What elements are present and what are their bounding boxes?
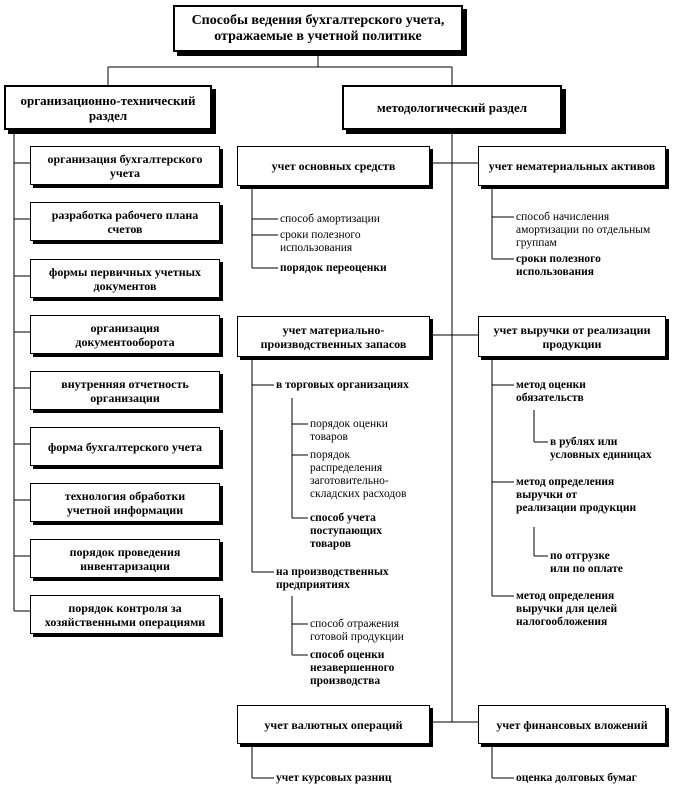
fixed-assets-revaluation: порядок переоценки xyxy=(280,262,387,274)
financial-debt-securities: оценка долговых бумаг xyxy=(516,772,637,784)
org-section-header: организационно-технический раздел xyxy=(4,85,212,130)
method-section-header: методологический раздел xyxy=(342,85,562,130)
org-item-processing-technology: технология обработки учетной информации xyxy=(30,483,220,522)
diagram-title: Способы ведения бухгалтерского учета, от… xyxy=(173,5,463,52)
org-item-chart-of-accounts: разработка рабочего плана счетов xyxy=(30,202,220,241)
currency-exchange-differences: учет курсовых разниц xyxy=(276,772,392,784)
revenue-obligations-currency: в рублях или условных единицах xyxy=(550,436,652,461)
inventory-trade-valuation: порядок оценки товаров xyxy=(310,418,388,443)
org-item-control-procedure: порядок контроля за хозяйственными опера… xyxy=(30,595,220,634)
org-item-primary-documents: формы первичных учетных документов xyxy=(30,259,220,298)
inventory-trade-distribution: порядок распределения заготовительно- ск… xyxy=(310,449,407,500)
org-item-accounting-organization: организация бухгалтерского учета xyxy=(30,146,220,185)
inventory-production-label: на производственных предприятиях xyxy=(276,566,389,591)
revenue-tax-method: метод определения выручки для целей нало… xyxy=(516,590,618,628)
org-item-internal-reporting: внутренняя отчетность организации xyxy=(30,371,220,410)
revenue-obligations-label: метод оценки обязательств xyxy=(516,379,586,404)
fixed-assets-useful-life: сроки полезного использования xyxy=(280,229,361,254)
inventory-production-finished-goods: способ отражения готовой продукции xyxy=(310,618,404,643)
revenue-method-label: метод определения выручки от реализации … xyxy=(516,476,637,514)
org-item-accounting-form: форма бухгалтерского учета xyxy=(30,427,220,466)
inventory-box: учет материально- производственных запас… xyxy=(237,316,430,357)
org-item-inventory-procedure: порядок проведения инвентаризации xyxy=(30,539,220,578)
inventory-production-wip-valuation: способ оценки незавершенного производств… xyxy=(310,649,395,687)
revenue-method-shipment-payment: по отгрузке или по оплате xyxy=(550,550,623,575)
financial-investments-box: учет финансовых вложений xyxy=(478,705,666,744)
revenue-box: учет выручки от реализации продукции xyxy=(478,316,666,357)
org-item-document-flow: организация документооборота xyxy=(30,315,220,354)
fixed-assets-depreciation-method: способ амортизации xyxy=(280,213,380,225)
intangibles-box: учет нематериальных активов xyxy=(478,146,666,186)
fixed-assets-box: учет основных средств xyxy=(237,146,430,186)
inventory-trade-receipt-method: способ учета поступающих товаров xyxy=(310,512,382,550)
intangibles-useful-life: сроки полезного использования xyxy=(516,253,601,278)
intangibles-amortization-method: способ начисления амортизации по отдельн… xyxy=(516,211,651,249)
inventory-trade-label: в торговых организациях xyxy=(276,379,409,391)
currency-operations-box: учет валютных операций xyxy=(237,705,430,744)
